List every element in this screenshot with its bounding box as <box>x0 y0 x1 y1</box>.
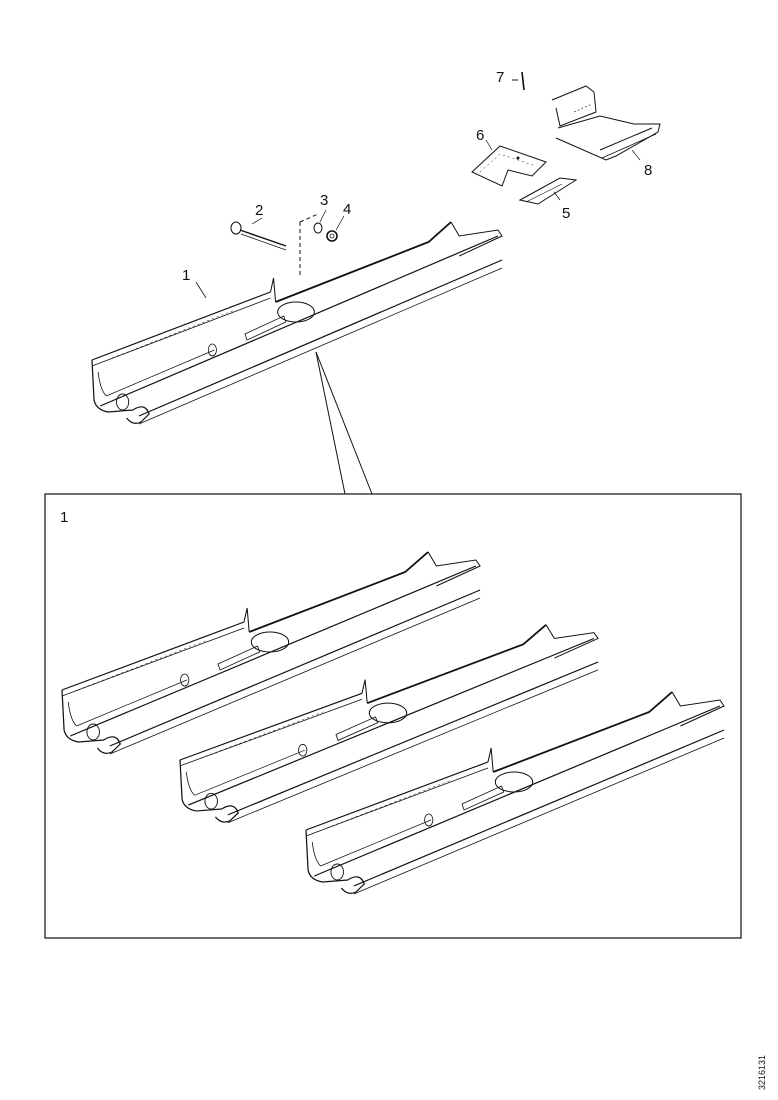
detail-box-label: 1 <box>60 509 68 526</box>
callout-1: 1 <box>182 267 190 284</box>
clip-part <box>518 177 578 205</box>
detail-leader-right <box>319 361 373 495</box>
variant-rail-3 <box>305 691 726 895</box>
detail-leader-left <box>315 351 346 495</box>
small-fastener-part <box>512 71 525 91</box>
variant-rail-1 <box>61 551 482 755</box>
callout-7: 7 <box>496 69 504 86</box>
bolt-part <box>230 217 287 251</box>
leader-1 <box>195 281 207 299</box>
callout-3: 3 <box>320 192 328 209</box>
nut-part <box>326 215 345 242</box>
main-rail <box>91 221 503 425</box>
callout-6: 6 <box>476 127 484 144</box>
variant-rail-2 <box>179 623 600 824</box>
callout-2: 2 <box>255 202 263 219</box>
reference-code: 3216131 <box>757 1054 767 1090</box>
callout-4: 4 <box>343 201 351 218</box>
bracket-part <box>551 85 661 161</box>
callout-5: 5 <box>562 205 570 222</box>
washer-part <box>313 222 323 234</box>
callout-8: 8 <box>644 162 652 179</box>
detail-box <box>44 493 742 939</box>
plate-part <box>471 139 547 187</box>
